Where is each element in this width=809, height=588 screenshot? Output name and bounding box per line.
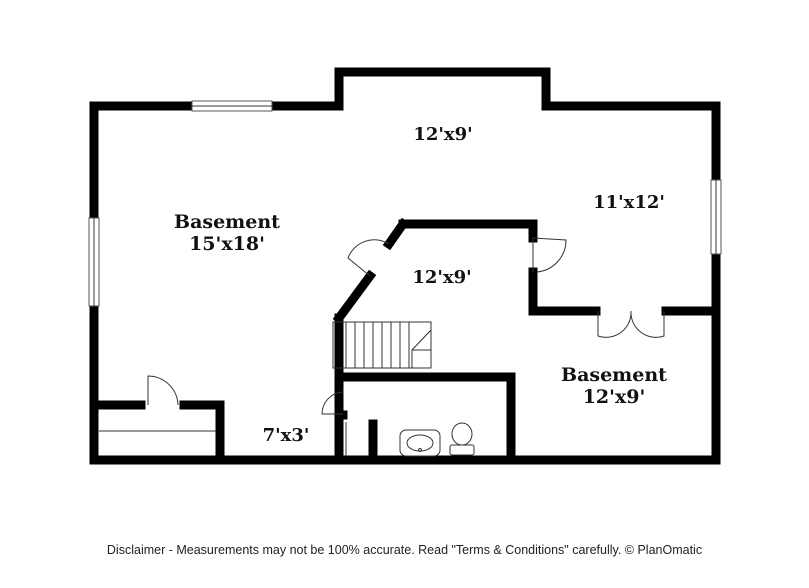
disclaimer-text: Disclaimer - Measurements may not be 100… <box>106 543 703 557</box>
room-size-basement-main: 15'x18' <box>189 233 265 255</box>
bathroom-fixtures <box>345 422 475 457</box>
sink-icon <box>399 429 441 457</box>
room-labels: Basement 15'x18' 12'x9' 11'x12' 12'x9' B… <box>174 124 667 446</box>
room-size-closet: 7'x3' <box>263 425 310 446</box>
room-size-right: 11'x12' <box>593 192 665 213</box>
exterior-walls <box>89 67 721 465</box>
doors <box>147 237 665 415</box>
interior-walls <box>89 217 721 465</box>
room-name-basement-main: Basement <box>174 211 280 233</box>
room-size-center: 12'x9' <box>412 267 471 288</box>
room-size-basement-right: 12'x9' <box>583 386 646 408</box>
room-size-top: 12'x9' <box>413 124 472 145</box>
room-name-basement-right: Basement <box>561 364 667 386</box>
toilet-icon <box>449 422 475 456</box>
windows <box>88 100 722 307</box>
stairs <box>332 321 432 369</box>
